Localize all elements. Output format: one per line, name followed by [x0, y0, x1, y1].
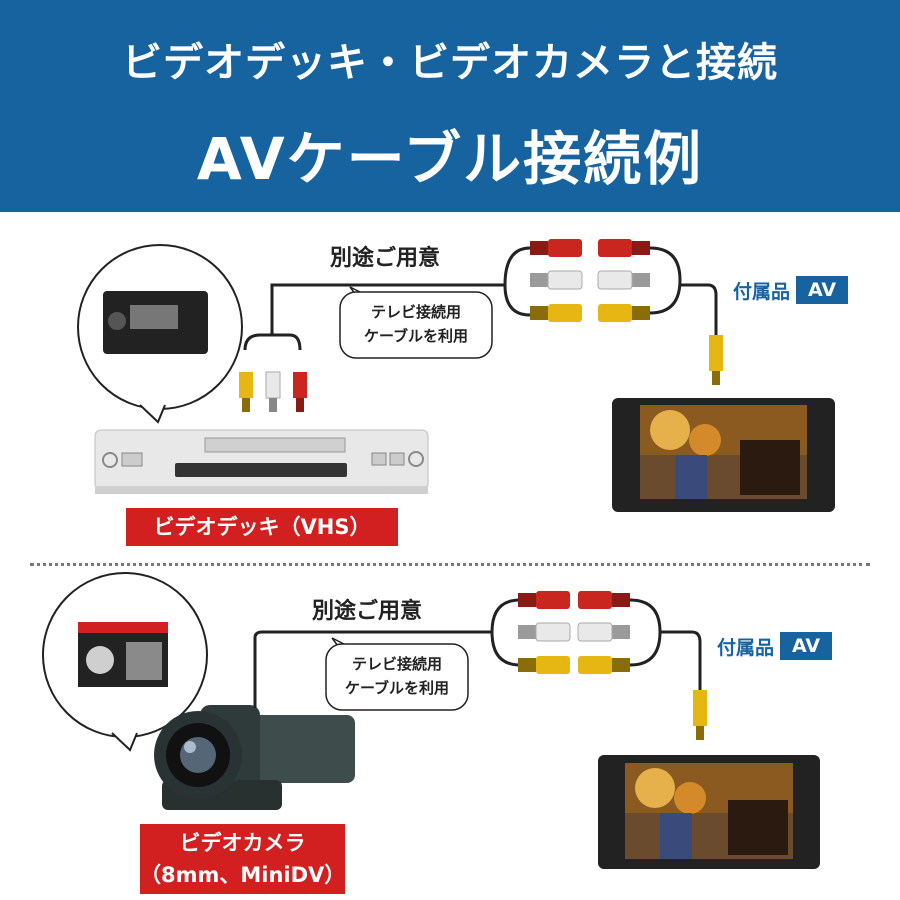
device-label-camera-line2: （8mm、MiniDV）: [140, 863, 346, 887]
av-box: AV: [796, 276, 849, 304]
cable-note-line2: ケーブルを利用: [363, 327, 469, 345]
header-banner: ビデオデッキ・ビデオカメラと接続 AVケーブル接続例: [0, 0, 900, 212]
video-camera-illustration: [154, 705, 355, 810]
monitor-illustration-2: [598, 755, 820, 869]
monitor-illustration-1: [612, 398, 835, 512]
device-label-camera: ビデオカメラ （8mm、MiniDV）: [140, 824, 345, 894]
included-label: 付属品: [717, 636, 775, 659]
vhs-deck-illustration: [94, 429, 429, 494]
vhs-tape-bubble: [77, 244, 243, 424]
av-box: AV: [780, 632, 833, 660]
included-label: 付属品: [733, 280, 791, 303]
page-title-line2: AVケーブル接続例: [196, 125, 704, 193]
cable-note-line2: ケーブルを利用: [344, 679, 450, 697]
included-av-label-1: 付属品 AV: [733, 276, 849, 304]
section-divider: [30, 563, 870, 566]
page-title-line1: ビデオデッキ・ビデオカメラと接続: [122, 40, 778, 86]
device-label-vhs: ビデオデッキ（VHS）: [126, 508, 398, 546]
separate-purchase-label-2: 別途ご用意: [312, 599, 423, 624]
device-label-camera-line1: ビデオカメラ: [179, 831, 306, 855]
cable-note-1: テレビ接続用 ケーブルを利用: [340, 300, 492, 348]
minidv-tape-bubble: [42, 572, 208, 752]
separate-purchase-label-1: 別途ご用意: [330, 246, 441, 271]
cable-note-line1: テレビ接続用: [351, 655, 442, 673]
cable-note-2: テレビ接続用 ケーブルを利用: [326, 652, 468, 700]
included-av-label-2: 付属品 AV: [717, 632, 833, 660]
cable-note-line1: テレビ接続用: [370, 303, 461, 321]
